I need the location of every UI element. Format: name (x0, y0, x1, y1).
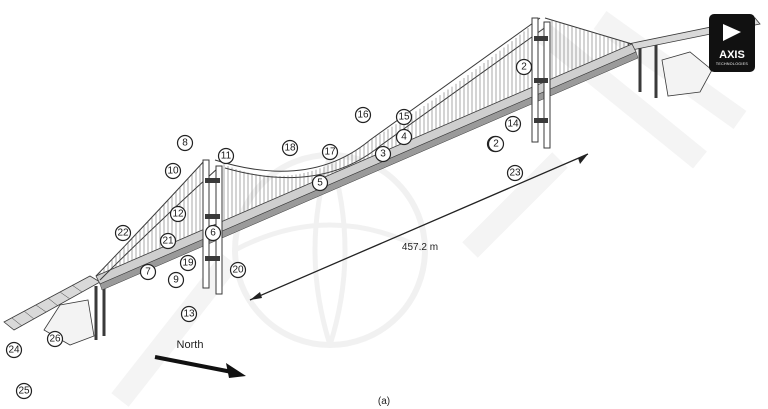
sensor-label: 5 (317, 178, 323, 189)
sensor-marker: 11 (217, 147, 235, 165)
sensor-marker: 16 (354, 106, 372, 124)
sensor-label: 15 (398, 112, 410, 123)
sensor-marker: 21 (159, 232, 177, 250)
logo-name: AXIS (719, 49, 745, 61)
sensor-marker: 14 (504, 115, 522, 133)
sensor-label: 18 (284, 143, 296, 154)
sensor-circle (311, 174, 329, 192)
sensor-marker: 22 (114, 224, 132, 242)
sensor-marker: 3 (374, 145, 392, 163)
sensor-marker: 9 (167, 271, 185, 289)
sensor-label: 10 (167, 166, 179, 177)
sensor-label: 9 (173, 275, 179, 286)
sensor-label: 8 (182, 138, 188, 149)
sensor-marker: 15 (395, 108, 413, 126)
sensor-circle (139, 263, 157, 281)
logo-tagline: TECHNOLOGIES (716, 62, 748, 66)
sensor-circle (167, 271, 185, 289)
sensor-marker: 5 (311, 174, 329, 192)
sensor-label: 4 (401, 132, 407, 143)
sensor-marker: 2 (487, 135, 505, 153)
sensor-label: 13 (183, 309, 195, 320)
sensor-marker: 24 (5, 341, 23, 359)
sensor-label: 26 (49, 334, 61, 345)
sensor-marker: 20 (229, 261, 247, 279)
sensor-label: 12 (172, 209, 184, 220)
north-arrow: North (154, 339, 246, 378)
sensor-marker: 4 (395, 128, 413, 146)
sensor-circle (229, 261, 247, 279)
figure-caption: (a) (378, 396, 390, 407)
sensor-circle (159, 232, 177, 250)
sensor-label: 7 (145, 267, 151, 278)
sensor-circle (176, 134, 194, 152)
sensor-circle (180, 305, 198, 323)
sensor-label: 20 (232, 265, 244, 276)
sensor-label: 16 (357, 110, 369, 121)
sensor-label: 2 (521, 62, 527, 73)
sensor-label: 24 (8, 345, 20, 356)
sensor-label: 19 (182, 258, 194, 269)
sensor-label: 11 (221, 151, 232, 162)
sensor-label: 21 (162, 236, 174, 247)
sensor-circle (487, 135, 505, 153)
axis-logo: AXIS TECHNOLOGIES (709, 14, 755, 72)
sensor-circle (395, 108, 413, 126)
sensor-circle (169, 205, 187, 223)
sensor-circle (5, 341, 23, 359)
sensor-marker: 26 (46, 330, 64, 348)
sensor-circle (46, 330, 64, 348)
sensor-circle (15, 382, 33, 400)
sensor-label: 3 (380, 149, 386, 160)
sensor-marker: 6 (204, 224, 222, 242)
sensor-marker: 2 (515, 58, 533, 76)
sensor-circle (204, 224, 222, 242)
sensor-marker: 10 (164, 162, 182, 180)
sensor-label: 17 (324, 147, 336, 158)
sensor-marker: 18 (281, 139, 299, 157)
sensor-circle (281, 139, 299, 157)
sensor-circle (354, 106, 372, 124)
sensor-circle (504, 115, 522, 133)
sensor-marker: 12 (169, 205, 187, 223)
sensor-marker: 19 (179, 254, 197, 272)
sensor-marker: 17 (321, 143, 339, 161)
sensor-marker: 8 (176, 134, 194, 152)
sensor-circle (321, 143, 339, 161)
sensor-marker: 23 (506, 164, 524, 182)
sensor-label: 14 (507, 119, 519, 130)
main-deck (95, 43, 639, 291)
sensor-label: 25 (18, 386, 30, 397)
sensor-circle (395, 128, 413, 146)
sensor-circle (179, 254, 197, 272)
sensor-label: 6 (210, 228, 216, 239)
sensor-circle (164, 162, 182, 180)
sensor-circle (374, 145, 392, 163)
left-approach-deck (3, 275, 106, 346)
sensor-label: 22 (117, 228, 129, 239)
sensor-marker: 13 (180, 305, 198, 323)
sensor-circle (217, 147, 235, 165)
sensor-label: 23 (509, 168, 521, 179)
watermark (111, 11, 747, 407)
play-triangle-icon (723, 24, 741, 41)
sensor-markers: 2223456789101112131415161718192021222324… (5, 58, 533, 400)
sensor-circle (515, 58, 533, 76)
sensor-circle (114, 224, 132, 242)
span-label: 457.2 m (402, 242, 438, 253)
sensor-marker: 7 (139, 263, 157, 281)
sensor-marker: 25 (15, 382, 33, 400)
span-dimension: 457.2 m (249, 153, 589, 301)
hangers (99, 20, 629, 275)
north-label: North (177, 339, 204, 351)
sensor-label: 2 (493, 139, 499, 150)
tower-east (531, 17, 551, 149)
sensor-circle (506, 164, 524, 182)
